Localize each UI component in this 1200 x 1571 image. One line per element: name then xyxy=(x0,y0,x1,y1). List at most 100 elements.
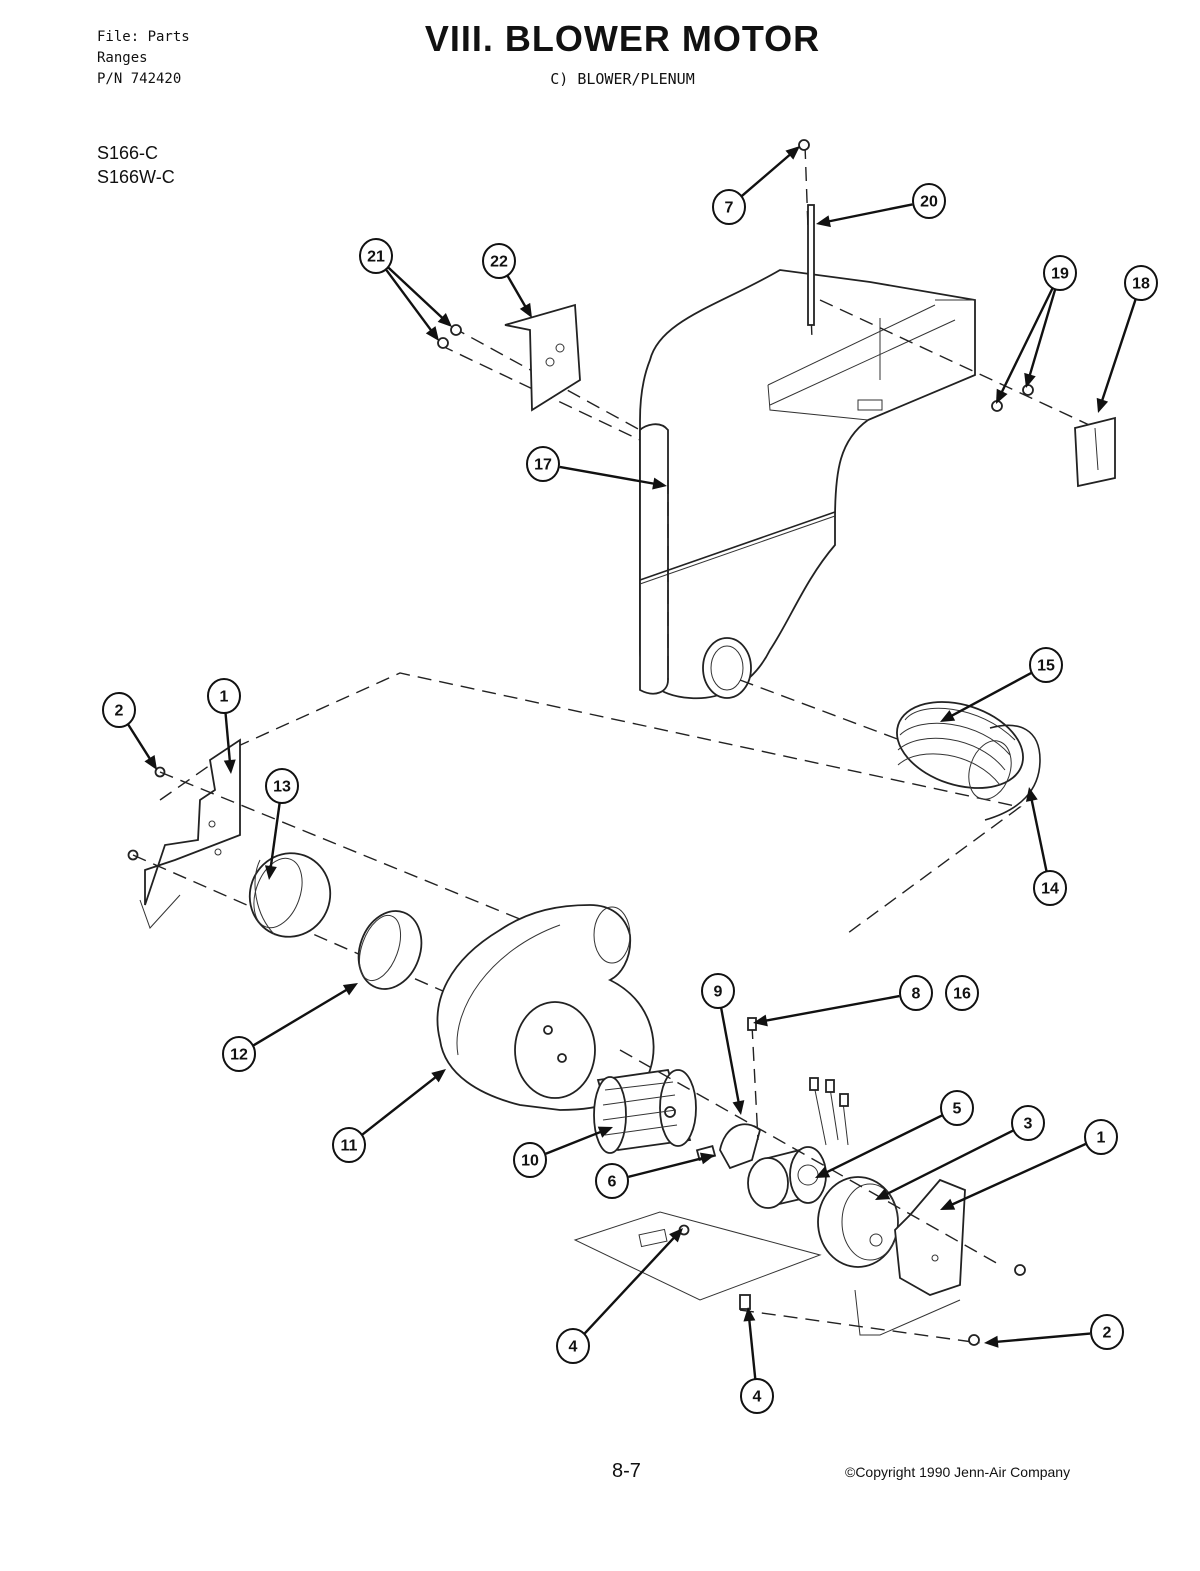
callout-arrowhead-21 xyxy=(425,326,439,341)
callout-circle-16 xyxy=(945,975,979,1011)
callout-leader-4 xyxy=(747,1316,757,1380)
callout-circle-17 xyxy=(526,446,560,482)
callout-circle-4 xyxy=(556,1328,590,1364)
callout-arrowhead-1 xyxy=(940,1198,956,1210)
callout-label-11: 11 xyxy=(341,1138,358,1155)
callout-label-6: 6 xyxy=(608,1174,617,1191)
callout-arrowhead-18 xyxy=(1096,397,1109,413)
callout-arrowhead-19 xyxy=(1024,372,1036,388)
screw-8 xyxy=(747,1017,757,1031)
callout-label-22: 22 xyxy=(490,254,508,271)
callout-arrowhead-14 xyxy=(1025,787,1038,802)
callout-label-3: 3 xyxy=(1024,1116,1033,1133)
callout-label-7: 7 xyxy=(725,200,734,217)
ring-13 xyxy=(248,852,332,938)
page-title: VIII. BLOWER MOTOR xyxy=(424,18,821,59)
wire-14 xyxy=(984,724,1041,821)
callout-leader-2 xyxy=(993,1332,1091,1344)
callout-circle-9 xyxy=(701,973,735,1009)
callout-arrowhead-21 xyxy=(437,313,452,327)
plenum-housing xyxy=(639,269,976,700)
callout-circle-20 xyxy=(912,183,946,219)
callout-leader-14 xyxy=(1029,796,1048,872)
nut-2-right xyxy=(968,1334,980,1346)
callout-circle-5 xyxy=(940,1090,974,1126)
callout-arrowhead-12 xyxy=(342,983,358,996)
copyright-notice: ©Copyright 1990 Jenn-Air Company xyxy=(845,1464,1071,1480)
callout-leader-17 xyxy=(559,465,658,486)
motor-leads xyxy=(809,1077,849,1146)
callout-label-1: 1 xyxy=(220,689,229,706)
callout-label-2: 2 xyxy=(115,703,124,720)
collar-12 xyxy=(357,910,423,990)
callout-label-20: 20 xyxy=(920,194,938,211)
callout-label-8: 8 xyxy=(912,986,921,1003)
callout-leader-6 xyxy=(628,1156,706,1179)
callout-label-4: 4 xyxy=(753,1389,762,1406)
callout-arrowhead-10 xyxy=(597,1126,613,1138)
callout-leader-3 xyxy=(883,1129,1014,1197)
blower-wheel-10 xyxy=(593,1069,697,1154)
callout-arrowhead-8 xyxy=(753,1014,768,1027)
motor-5 xyxy=(747,1146,827,1209)
callout-circle-11 xyxy=(332,1127,366,1163)
blower-housing-11 xyxy=(436,904,655,1111)
base-slot xyxy=(638,1228,668,1248)
callout-circle-8 xyxy=(899,975,933,1011)
screw-7 xyxy=(798,139,810,151)
callout-arrowhead-19 xyxy=(996,388,1008,404)
callout-label-5: 5 xyxy=(953,1101,962,1118)
callout-leader-8 xyxy=(762,994,900,1023)
callout-arrowhead-20 xyxy=(816,215,831,228)
callout-label-2: 2 xyxy=(1103,1325,1112,1342)
callout-arrowhead-6 xyxy=(699,1152,715,1165)
callout-arrowhead-7 xyxy=(785,146,800,160)
model-list: S166-C S166W-C xyxy=(97,141,175,189)
callout-circle-18 xyxy=(1124,265,1158,301)
callout-label-1: 1 xyxy=(1097,1130,1106,1147)
callout-label-15: 15 xyxy=(1037,658,1055,675)
callout-arrowhead-17 xyxy=(652,477,667,490)
callout-arrowhead-15 xyxy=(940,710,956,722)
callout-label-21: 21 xyxy=(367,249,385,266)
callout-leader-1 xyxy=(948,1142,1087,1207)
callout-arrowhead-9 xyxy=(732,1100,745,1115)
callout-label-19: 19 xyxy=(1051,266,1069,283)
hose-axis xyxy=(739,679,901,741)
end-bell-3 xyxy=(817,1176,899,1268)
callout-label-4: 4 xyxy=(569,1339,578,1356)
flex-hose-15 xyxy=(896,701,1024,800)
left-bracket-1 xyxy=(139,738,241,929)
callout-circle-15 xyxy=(1029,647,1063,683)
callout-arrowhead-13 xyxy=(264,865,277,880)
file-line-3: P/N 742420 xyxy=(97,71,182,87)
bracket-axis-right xyxy=(819,299,1101,431)
base-axis xyxy=(739,1309,981,1344)
bracket-22 xyxy=(504,303,581,412)
callout-circle-2 xyxy=(102,692,136,728)
callout-circle-6 xyxy=(595,1163,629,1199)
callout-circle-7 xyxy=(712,189,746,225)
screw-4-lower xyxy=(739,1294,751,1310)
callout-circle-12 xyxy=(222,1036,256,1072)
callout-circle-4 xyxy=(740,1378,774,1414)
callout-circle-3 xyxy=(1011,1105,1045,1141)
callout-circle-22 xyxy=(482,243,516,279)
callout-leader-1 xyxy=(224,712,232,765)
callout-circle-13 xyxy=(265,768,299,804)
callout-leader-19 xyxy=(999,287,1054,396)
callout-label-17: 17 xyxy=(534,457,552,474)
callout-leader-22 xyxy=(506,275,529,310)
callout-circle-1 xyxy=(207,678,241,714)
callout-leader-21 xyxy=(385,268,435,334)
callout-arrowhead-1 xyxy=(223,759,236,774)
callout-leader-21 xyxy=(387,266,446,322)
callout-arrowhead-2 xyxy=(984,1335,999,1348)
callout-label-9: 9 xyxy=(714,984,723,1001)
callout-arrowhead-11 xyxy=(431,1069,446,1083)
callout-circle-14 xyxy=(1033,870,1067,906)
callout-leader-13 xyxy=(269,802,281,871)
callout-label-16: 16 xyxy=(953,986,971,1003)
